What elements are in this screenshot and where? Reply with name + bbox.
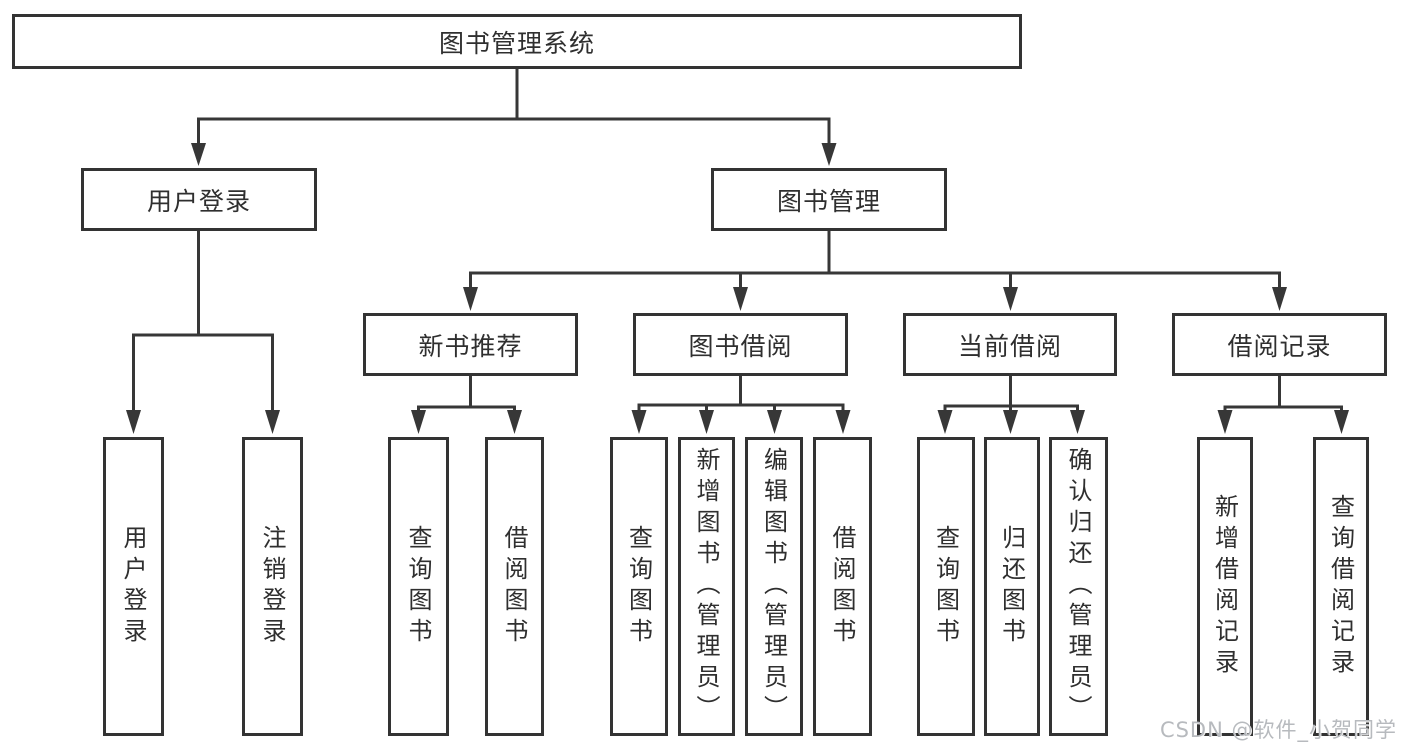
leaf-query-books-borrow: 查询图书 [610,437,668,736]
node-current-borrowing: 当前借阅 [903,313,1117,376]
node-borrowing-records: 借阅记录 [1172,313,1387,376]
leaf-add-borrow-record: 新增借阅记录 [1197,437,1253,736]
leaf-add-books-admin: 新增图书（管理员） [678,437,735,736]
leaf-query-books-recommend: 查询图书 [388,437,449,736]
leaf-query-books-current: 查询图书 [917,437,975,736]
node-new-book-recommendation: 新书推荐 [363,313,578,376]
node-book-borrowing: 图书借阅 [633,313,848,376]
leaf-query-borrow-record: 查询借阅记录 [1313,437,1369,736]
leaf-borrow-books: 借阅图书 [813,437,872,736]
leaf-logout: 注销登录 [242,437,303,736]
leaf-borrow-books-recommend: 借阅图书 [485,437,544,736]
node-user-login: 用户登录 [81,168,317,231]
leaf-user-login: 用户登录 [103,437,164,736]
node-root: 图书管理系统 [12,14,1022,69]
leaf-edit-books-admin: 编辑图书（管理员） [745,437,803,736]
node-book-management: 图书管理 [711,168,947,231]
leaf-return-books: 归还图书 [984,437,1040,736]
leaf-confirm-return-admin: 确认归还（管理员） [1049,437,1108,736]
